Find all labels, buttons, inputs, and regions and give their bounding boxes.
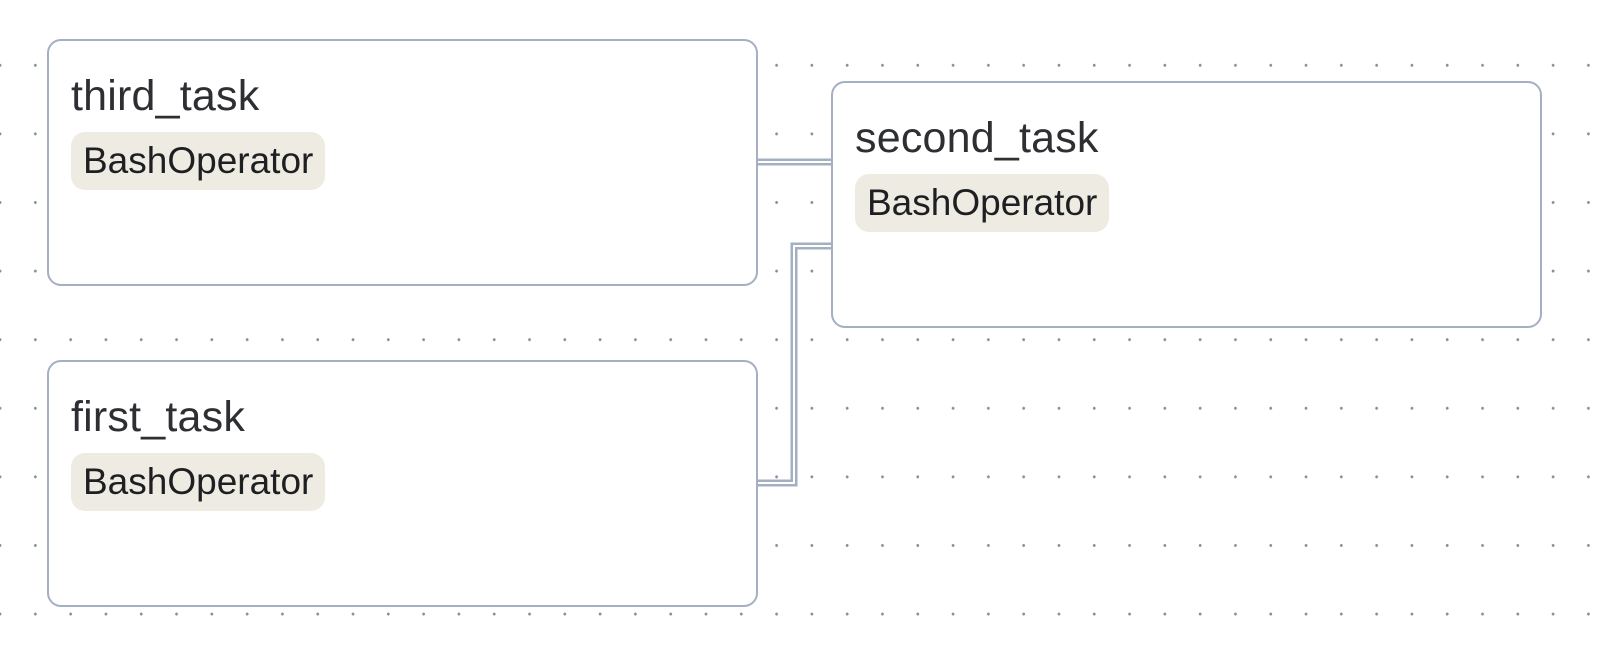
task-node-title: third_task: [71, 72, 260, 120]
task-node-first-task[interactable]: first_task BashOperator: [47, 360, 758, 607]
task-node-title: second_task: [855, 114, 1099, 162]
operator-badge: BashOperator: [71, 453, 326, 511]
operator-badge: BashOperator: [71, 132, 326, 190]
task-node-second-task[interactable]: second_task BashOperator: [831, 81, 1542, 328]
task-node-third-task[interactable]: third_task BashOperator: [47, 39, 758, 286]
task-node-title: first_task: [71, 393, 246, 441]
edge-first-to-second: [758, 242, 831, 487]
operator-badge: BashOperator: [855, 174, 1110, 232]
